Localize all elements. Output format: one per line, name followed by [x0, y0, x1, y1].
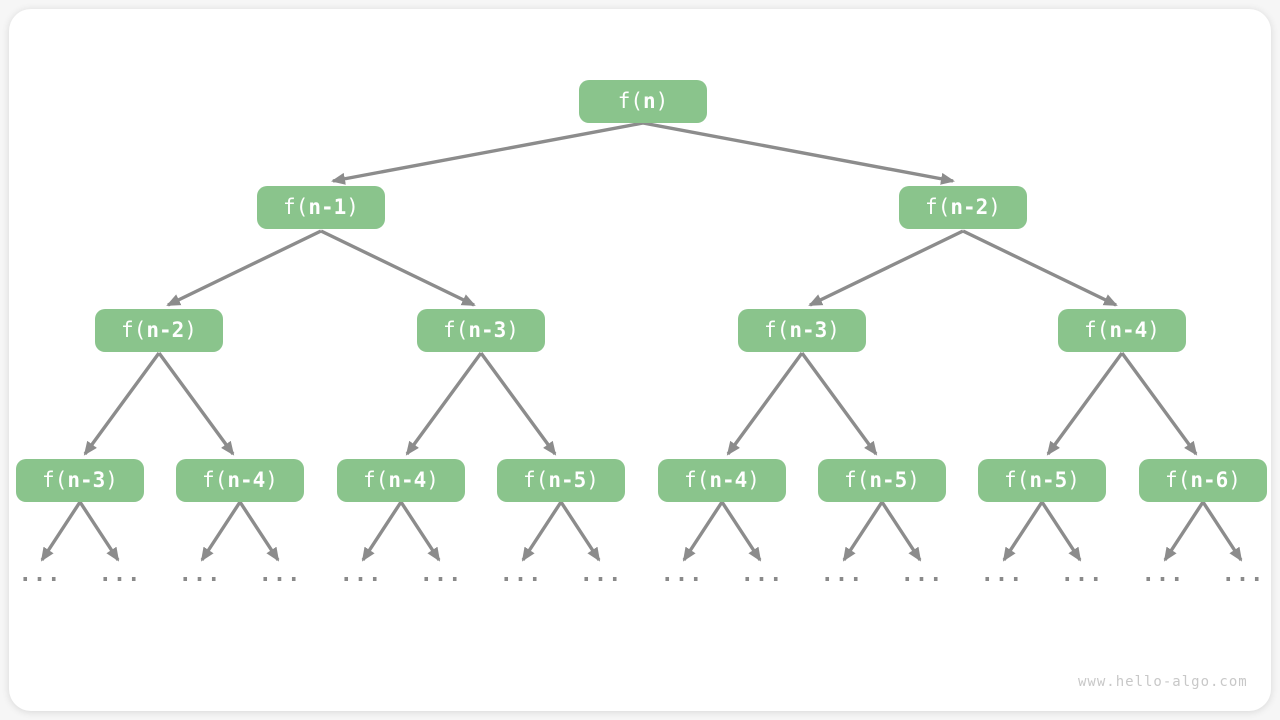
leaf-ellipsis: ...	[1141, 562, 1185, 587]
node-label-part: f(	[764, 318, 790, 342]
node-label-part: )	[265, 468, 278, 492]
node-label-part: n-5	[548, 468, 587, 492]
tree-node-l3-2: f(n-3)	[738, 309, 866, 352]
leaf-ellipsis: ...	[499, 562, 543, 587]
tree-node-l4-1: f(n-4)	[176, 459, 304, 502]
node-label-part: )	[184, 318, 197, 342]
node-label-part: n-1	[308, 195, 347, 219]
tree-node-l4-5: f(n-5)	[818, 459, 946, 502]
watermark: www.hello-algo.com	[1078, 674, 1248, 690]
node-label-part: )	[747, 468, 760, 492]
node-label-part: )	[1067, 468, 1080, 492]
node-label-part: f(	[42, 468, 68, 492]
node-label-part: )	[506, 318, 519, 342]
node-label-part: )	[426, 468, 439, 492]
node-label-part: f(	[925, 195, 951, 219]
node-label-part: n-4	[709, 468, 748, 492]
leaf-ellipsis: ...	[339, 562, 383, 587]
tree-node-l3-1: f(n-3)	[417, 309, 545, 352]
node-label-part: f(	[1165, 468, 1191, 492]
leaf-ellipsis: ...	[740, 562, 784, 587]
node-label-part: f(	[1084, 318, 1110, 342]
tree-node-l4-6: f(n-5)	[978, 459, 1106, 502]
leaf-ellipsis: ...	[1060, 562, 1104, 587]
leaf-ellipsis: ...	[419, 562, 463, 587]
tree-node-l4-3: f(n-5)	[497, 459, 625, 502]
node-label-part: n-2	[146, 318, 185, 342]
tree-node-l2-1: f(n-2)	[899, 186, 1027, 229]
node-label-part: )	[827, 318, 840, 342]
node-label-part: n-4	[1109, 318, 1148, 342]
leaf-ellipsis: ...	[18, 562, 62, 587]
leaf-ellipsis: ...	[258, 562, 302, 587]
leaf-ellipsis: ...	[980, 562, 1024, 587]
tree-node-l4-7: f(n-6)	[1139, 459, 1267, 502]
node-label-part: f(	[1004, 468, 1030, 492]
node-label-part: f(	[443, 318, 469, 342]
node-label-part: )	[105, 468, 118, 492]
node-label-part: )	[1228, 468, 1241, 492]
node-label-part: f(	[283, 195, 309, 219]
node-label-part: )	[586, 468, 599, 492]
node-label-part: n-3	[67, 468, 106, 492]
tree-node-root: f(n)	[579, 80, 707, 123]
node-label-part: n-4	[227, 468, 266, 492]
node-label-part: )	[1147, 318, 1160, 342]
tree-node-l3-3: f(n-4)	[1058, 309, 1186, 352]
node-label-part: )	[907, 468, 920, 492]
node-label-part: n	[642, 89, 656, 113]
leaf-ellipsis: ...	[178, 562, 222, 587]
node-label-part: n-2	[950, 195, 989, 219]
node-label-part: n-3	[789, 318, 828, 342]
leaf-ellipsis: ...	[98, 562, 142, 587]
node-label-part: f(	[121, 318, 147, 342]
leaf-ellipsis: ...	[579, 562, 623, 587]
tree-node-l4-2: f(n-4)	[337, 459, 465, 502]
tree-node-l3-0: f(n-2)	[95, 309, 223, 352]
node-label-part: f(	[363, 468, 389, 492]
node-label-part: f(	[684, 468, 710, 492]
node-label-part: n-3	[468, 318, 507, 342]
node-label-part: n-5	[1029, 468, 1068, 492]
tree-node-l4-4: f(n-4)	[658, 459, 786, 502]
leaf-ellipsis: ...	[660, 562, 704, 587]
node-label-part: )	[655, 89, 669, 113]
leaf-ellipsis: ...	[1221, 562, 1265, 587]
node-label-part: )	[346, 195, 359, 219]
tree-node-l4-0: f(n-3)	[16, 459, 144, 502]
node-label-part: f(	[844, 468, 870, 492]
node-label-part: f(	[523, 468, 549, 492]
node-label-part: f(	[617, 89, 643, 113]
tree-node-l2-0: f(n-1)	[257, 186, 385, 229]
leaf-ellipsis: ...	[820, 562, 864, 587]
node-label-part: n-5	[869, 468, 908, 492]
node-label-part: )	[988, 195, 1001, 219]
leaf-ellipsis: ...	[900, 562, 944, 587]
node-label-part: f(	[202, 468, 228, 492]
node-label-part: n-6	[1190, 468, 1229, 492]
node-label-part: n-4	[388, 468, 427, 492]
